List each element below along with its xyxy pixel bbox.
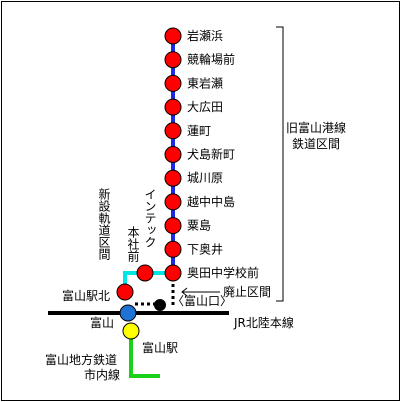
station-dot-10[interactable] <box>164 264 182 282</box>
old-section-label-line1: 旧富山港線 <box>286 120 346 135</box>
station-dot-toyama-ekikita[interactable] <box>116 283 134 301</box>
station-dot-9[interactable] <box>164 240 182 258</box>
station-label-2: 東岩瀬 <box>187 75 223 90</box>
station-label-7: 越中中島 <box>187 194 235 209</box>
old-section-label-line2: 鉄道区間 <box>292 136 340 151</box>
station-label-0: 岩瀬浜 <box>187 28 223 43</box>
station-label-6: 城川原 <box>187 171 223 185</box>
station-label-4: 蓮町 <box>187 124 211 138</box>
station-dot-6[interactable] <box>164 169 182 187</box>
station-label-toyama-ekikita: 富山駅北 <box>62 288 110 303</box>
station-dot-intec-honsha-mae[interactable] <box>136 264 154 282</box>
station-label-toyama-eki-tram: 富山駅 <box>142 340 178 355</box>
station-dot-4[interactable] <box>164 122 182 140</box>
station-dot-toyama-eki-tram[interactable] <box>122 322 140 340</box>
station-dot-8[interactable] <box>164 217 182 235</box>
station-label-9: 下奥井 <box>187 242 223 256</box>
station-dot-toyama[interactable] <box>119 304 137 322</box>
tram-city-line <box>129 331 160 378</box>
station-dot-toyamaguchi <box>154 299 166 311</box>
new-track-section-label: 新設軌道区間 <box>97 187 111 260</box>
station-label-intec-line2: 本社前 <box>126 226 140 262</box>
tram-line-label-line2: 市内線 <box>84 367 120 382</box>
station-dot-3[interactable] <box>164 98 182 116</box>
old-section-bracket <box>276 26 284 302</box>
abolished-section-label: 廃止区間 <box>223 284 271 299</box>
station-label-3: 大広田 <box>187 100 223 114</box>
station-label-toyama: 富山 <box>90 315 114 330</box>
station-dot-1[interactable] <box>164 51 182 69</box>
station-label-intec-line1: インテック <box>143 188 157 248</box>
station-label-toyamaguchi: 〈富山口〉 <box>172 293 232 308</box>
station-label-10: 奥田中学校前 <box>187 265 259 280</box>
station-dot-2[interactable] <box>164 74 182 92</box>
station-dot-5[interactable] <box>164 146 182 163</box>
abolished-pointer-arrowhead <box>181 287 188 297</box>
station-label-8: 粟島 <box>187 218 211 233</box>
jr-line-label: JR北陸本線 <box>233 315 294 330</box>
station-dot-7[interactable] <box>164 193 182 211</box>
station-label-1: 競輪場前 <box>187 52 235 67</box>
station-label-5: 犬島新町 <box>187 147 235 162</box>
tram-line-label-line1: 富山地方鉄道 <box>45 352 117 367</box>
station-dot-0[interactable] <box>164 27 182 45</box>
